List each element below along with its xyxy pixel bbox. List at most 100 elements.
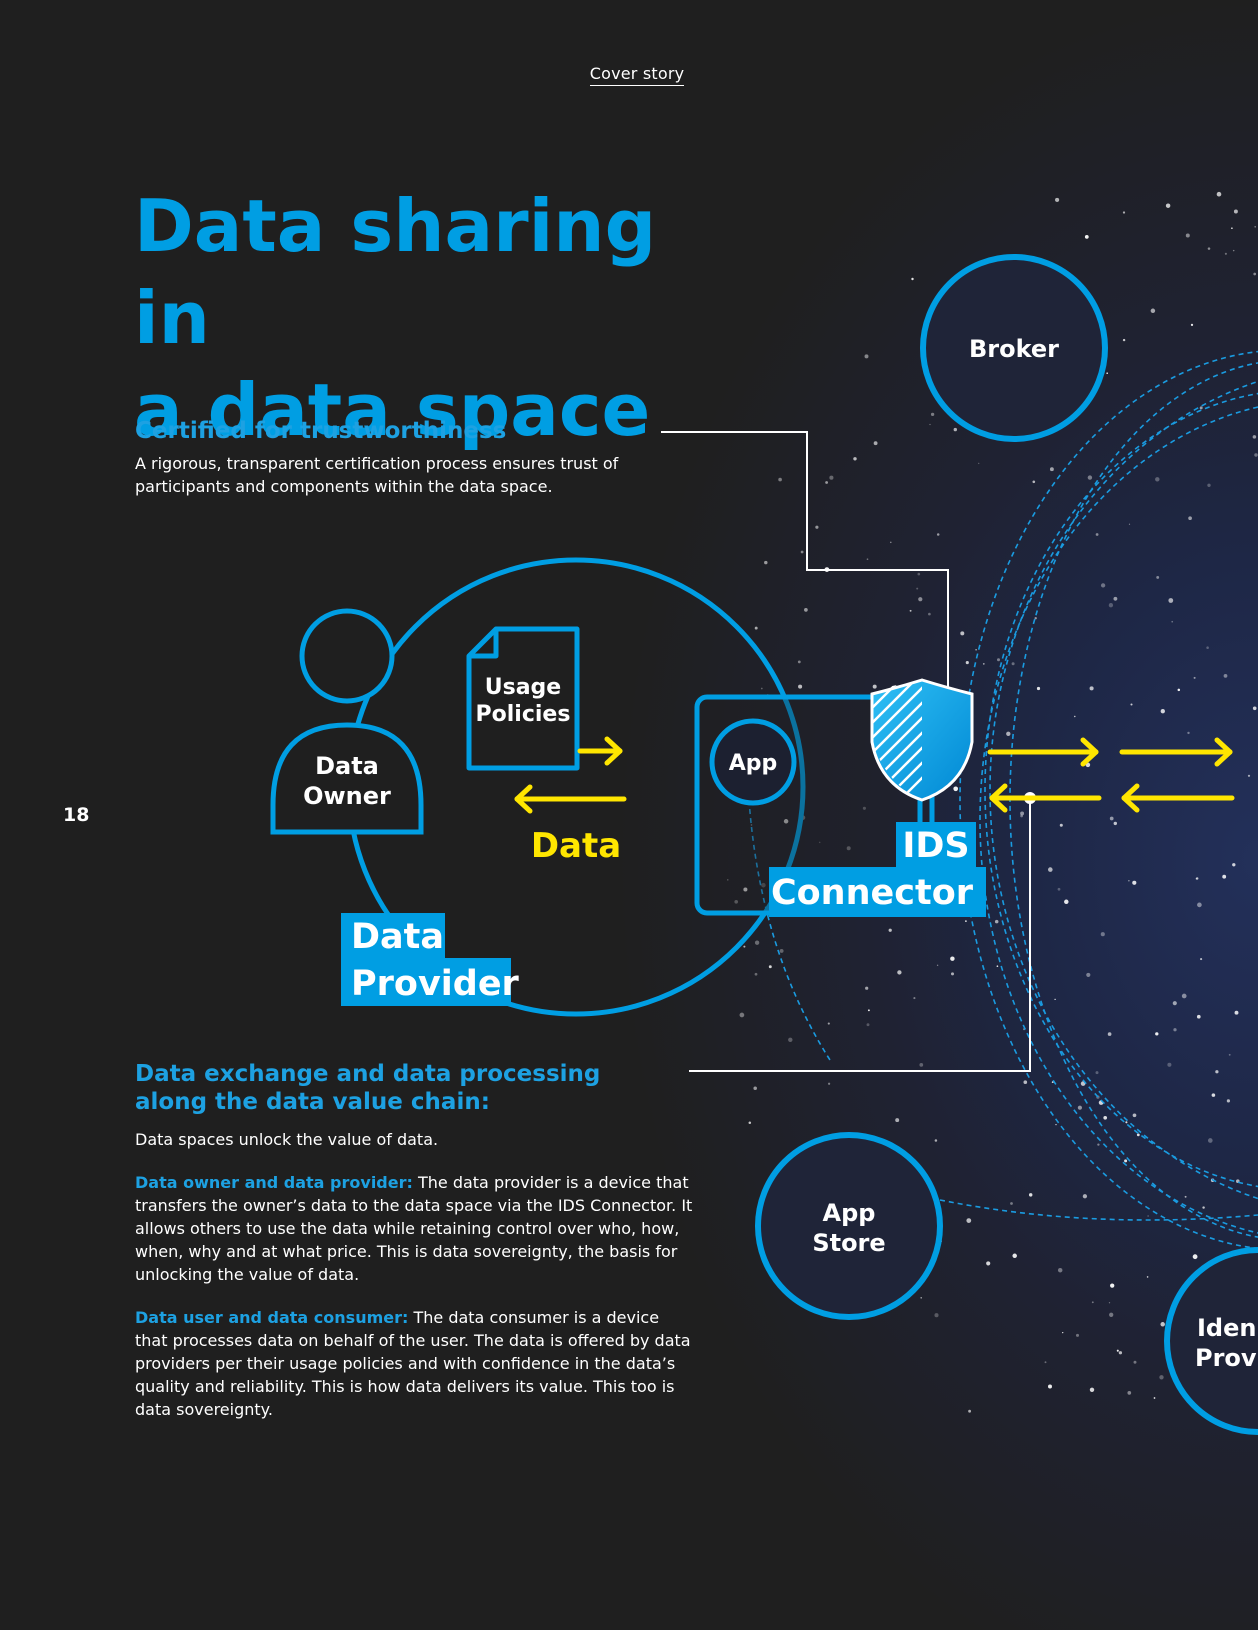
star [960,631,965,636]
owner-body [270,722,424,835]
star [734,899,739,904]
star [760,687,763,690]
star [1188,516,1192,521]
star [1125,1121,1128,1124]
star [1057,887,1061,891]
star [1168,598,1174,603]
star [1160,709,1165,714]
data-owner-figure: Data Owner [270,608,424,835]
owner-label: Data owner and data provider: [135,1173,413,1192]
star [727,879,729,881]
star [1132,880,1137,885]
star [853,457,857,461]
star [1215,1070,1219,1074]
star [934,1139,938,1142]
star [1107,1032,1112,1036]
star [1086,972,1091,977]
star [804,608,808,612]
star [783,819,789,824]
star [1173,1028,1177,1032]
star [867,1009,870,1012]
app-store-link [939,1199,1258,1221]
usage-policies-label-line1: Usage [485,675,561,700]
star [1054,998,1056,1001]
star [1132,1113,1137,1118]
arrow-left-icon [1121,783,1235,813]
star [1012,1253,1017,1259]
star [1207,483,1211,487]
star [754,972,758,976]
star [1100,583,1106,588]
star [911,277,914,281]
star [1252,706,1257,711]
star [1113,596,1118,601]
data-owner-label-line2: Owner [303,782,391,810]
star [827,1082,831,1085]
star [1087,475,1093,480]
exchange-intro: Data spaces unlock the value of data. [135,1130,439,1149]
star [1147,1215,1149,1217]
star [1155,1032,1159,1036]
broker-node: Broker [920,254,1108,442]
star [1254,226,1256,228]
star [1232,863,1236,867]
ids-connector-label-line2: Connector [771,873,974,913]
star [1108,603,1114,608]
star [994,919,999,924]
star [872,684,877,689]
star [1195,877,1198,880]
orbit-ring [979,406,1258,1234]
certified-text: A rigorous, transparent certification pr… [135,454,619,496]
star [1196,1014,1201,1019]
star [928,612,931,616]
star [1224,252,1227,255]
star [753,1086,757,1090]
star [743,945,746,948]
orbit-ring [989,380,1258,1200]
star [916,587,919,590]
certified-callout-line [661,431,949,715]
star [1109,816,1114,821]
star [1228,1053,1231,1056]
star [764,560,768,565]
star [768,965,772,969]
star [1044,1361,1047,1364]
owner-text: The data provider is a device that trans… [135,1173,693,1284]
consumer-text: The data consumer is a device that proce… [135,1308,691,1419]
star [1133,1360,1137,1364]
usage-policies-document: Usage Policies [466,626,580,771]
usage-policies-label-line2: Policies [476,702,571,727]
star [866,558,869,561]
section-tag: Cover story [0,64,1258,86]
star [1207,1138,1213,1143]
page-number: 18 [63,804,90,826]
star [968,1409,972,1413]
star [754,940,760,945]
star [1252,435,1257,439]
app-store-label-line1: App [823,1199,876,1227]
star [1113,821,1118,826]
star [800,550,804,554]
star [1095,533,1099,536]
star [1146,1276,1149,1278]
star [1254,453,1258,457]
star [1028,1193,1033,1197]
star [1077,1105,1082,1110]
star [827,1022,830,1025]
consumer-paragraph: Data user and data consumer: The data co… [135,1306,695,1421]
star [1106,372,1109,375]
arrow-right-icon [1119,737,1233,767]
data-owner-label-line1: Data [315,752,379,780]
star [866,1023,870,1027]
star [1091,1301,1094,1304]
star [1124,1159,1128,1163]
star [761,882,766,888]
star [797,660,801,664]
star [913,997,916,1000]
identity-provider-node: Iden Prov [1164,1247,1258,1435]
arrow-right-icon [987,737,1099,767]
star [1089,686,1094,691]
star [1160,1322,1165,1327]
star [1006,731,1011,736]
